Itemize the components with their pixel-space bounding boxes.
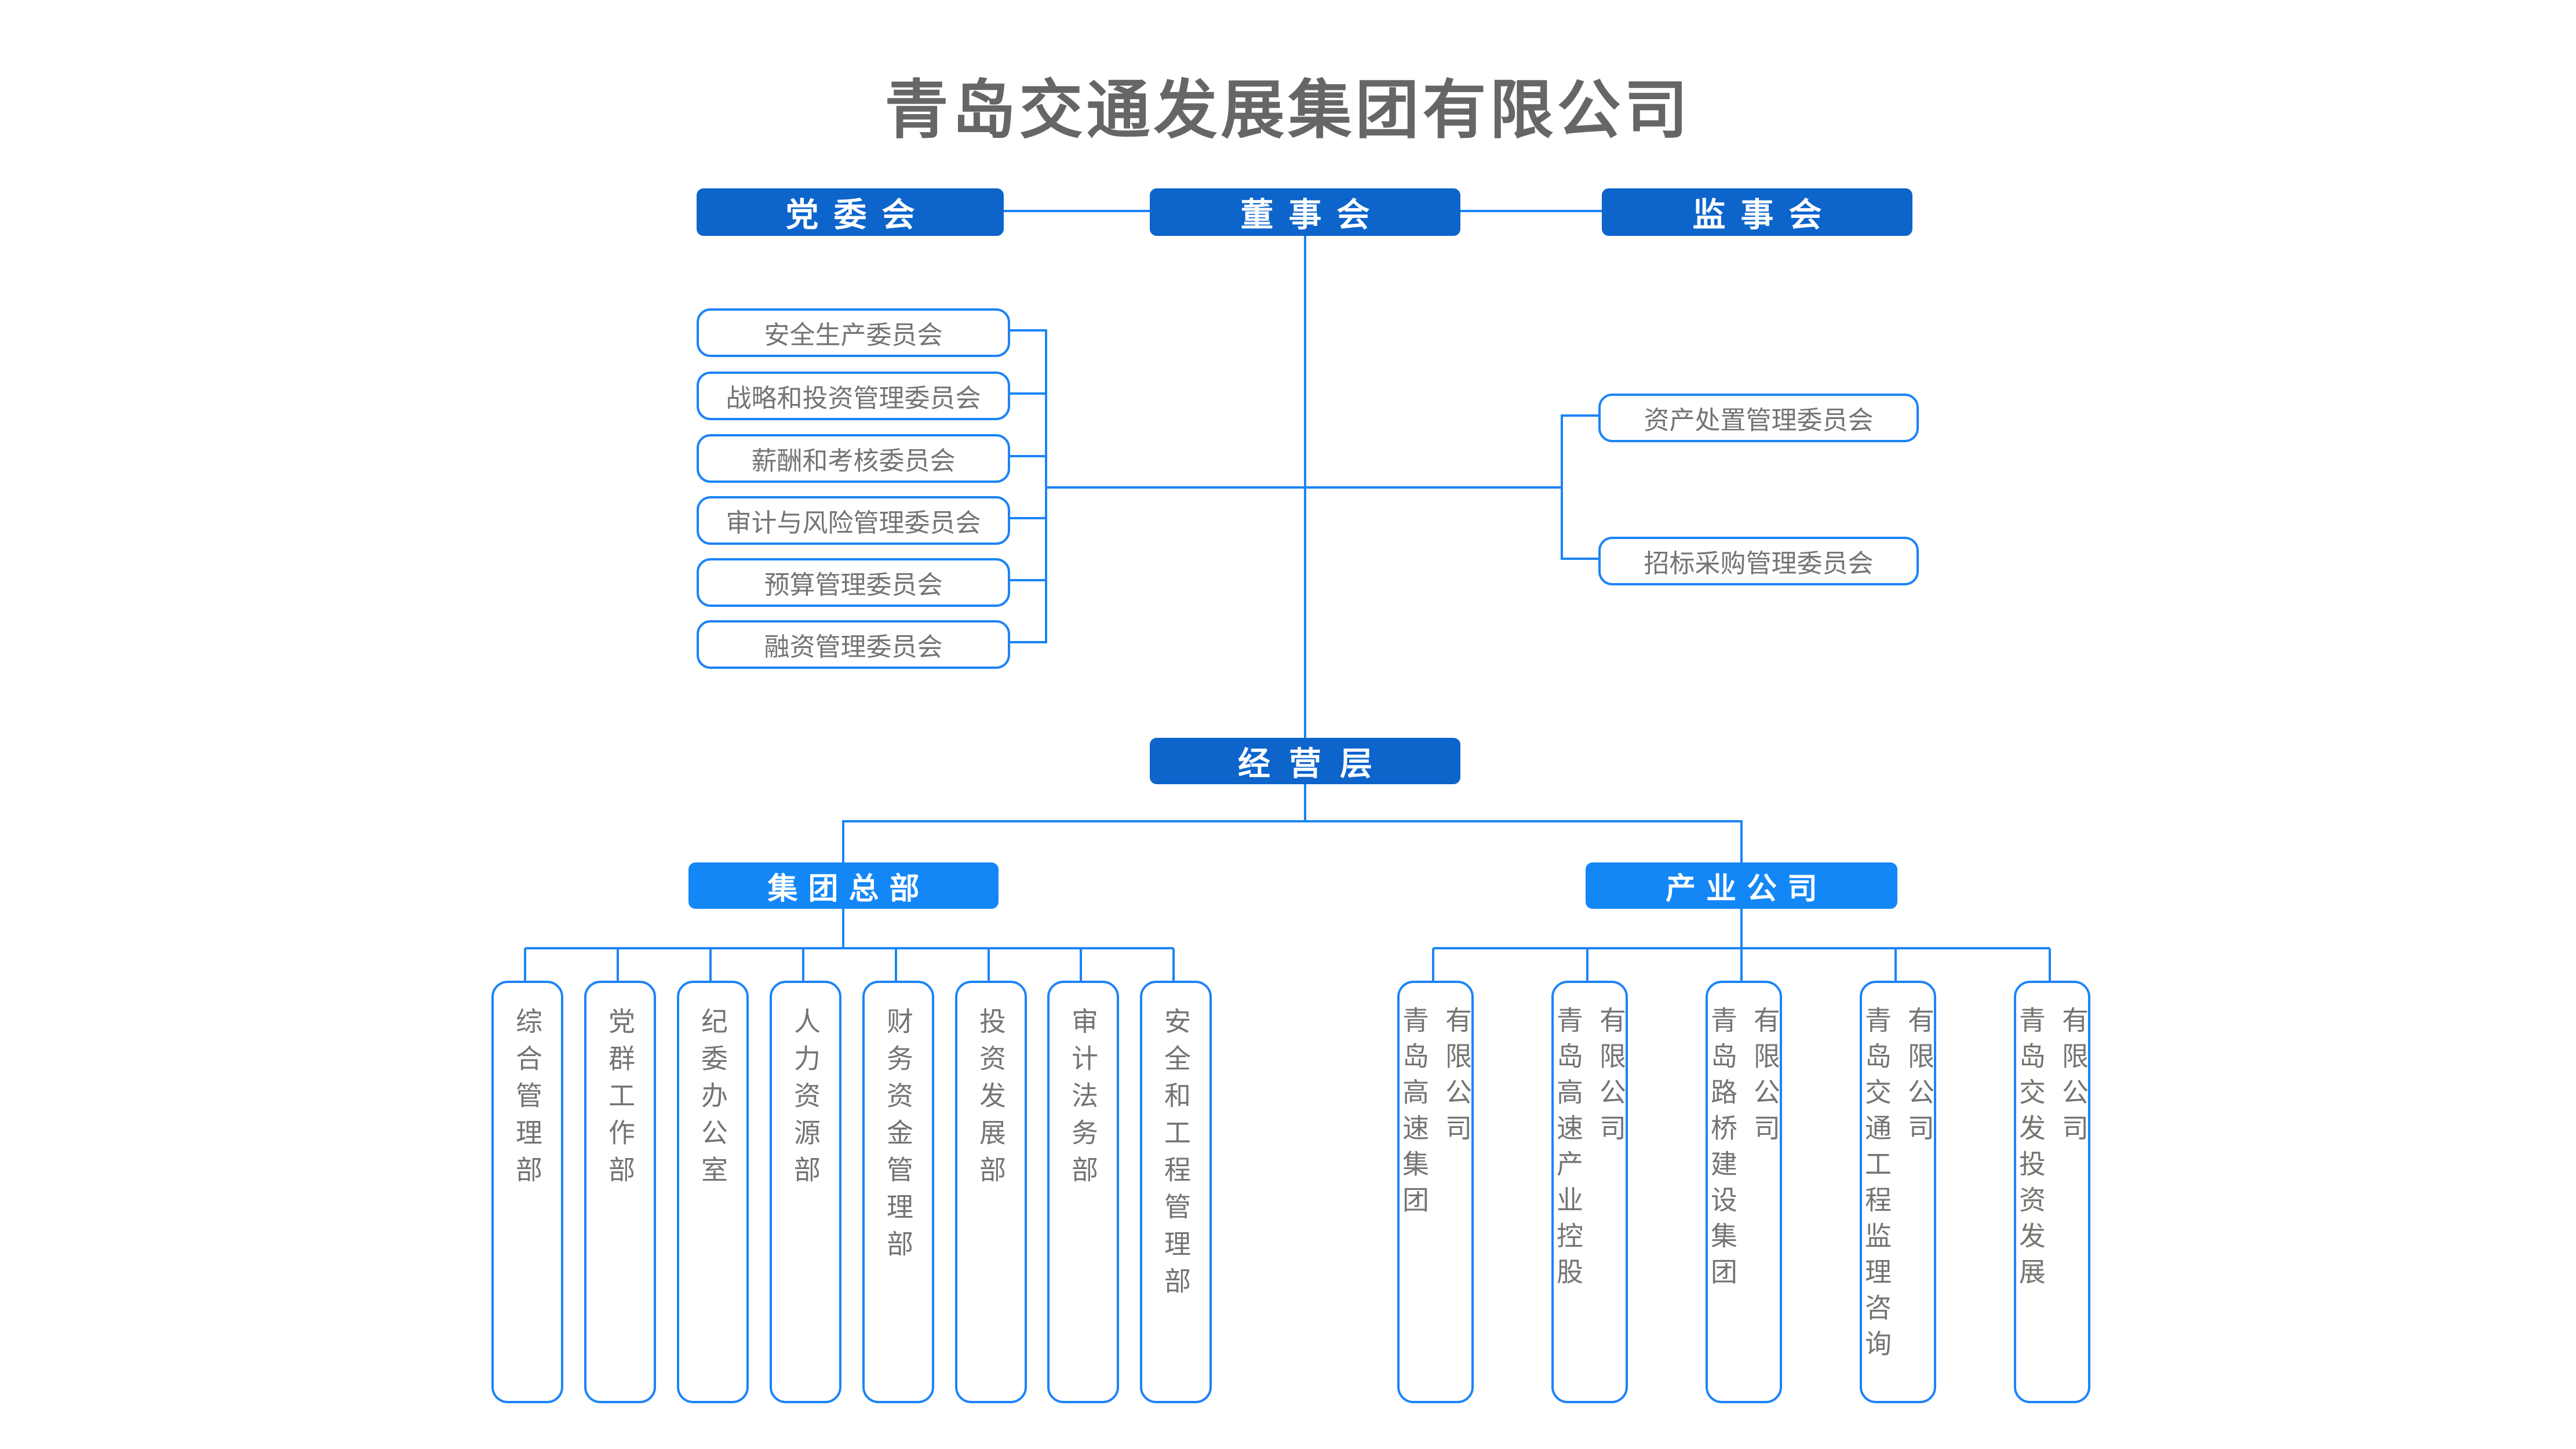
connector-line [1305,486,1562,489]
committee-item: 战略和投资管理委员会 [697,372,1010,420]
department-label: 人力资源部 [790,1007,821,1193]
connector-line [802,948,804,981]
node-board-of-directors: 董事会 [1150,188,1460,236]
connector-line [617,948,619,981]
department-label: 党群工作部 [605,1007,635,1193]
connector-line [1004,210,1150,212]
node-management-layer-label: 经营层 [1238,745,1391,782]
company-name: 青岛交通工程监理咨询 [1861,1006,1892,1366]
department-item: 财务资金管理部 [862,981,934,1403]
connector-line [1080,948,1082,981]
connector-line [1045,329,1047,643]
node-supervisory-board: 监事会 [1602,188,1912,236]
department-label: 财务资金管理部 [883,1007,913,1267]
company-name: 青岛高速集团 [1399,1006,1429,1222]
connector-line [1586,948,1588,981]
connector-line [1005,579,1046,581]
department-item: 综合管理部 [491,981,563,1403]
node-board-of-directors-label: 董事会 [1240,196,1385,234]
connector-line [1894,948,1897,981]
department-label: 综合管理部 [512,1007,542,1193]
connector-line [1562,558,1598,560]
node-party-committee-label: 党委会 [785,196,930,234]
node-supervisory-board-label: 监事会 [1692,196,1837,234]
connector-line [1740,820,1743,862]
connector-line [525,947,1174,949]
committee-label: 预算管理委员会 [764,571,943,599]
connector-line [1172,948,1175,981]
committee-item: 预算管理委员会 [697,558,1010,607]
connector-line [1561,414,1563,560]
department-item: 党群工作部 [584,981,656,1403]
company-suffix: 有限公司 [1596,1006,1626,1150]
connector-line [988,948,990,981]
connector-line [1562,414,1598,417]
company-item: 青岛交通工程监理咨询 有限公司 [1860,981,1936,1403]
committee-label: 安全生产委员会 [764,321,943,349]
department-label: 审计法务部 [1068,1007,1098,1193]
committee-label: 招标采购管理委员会 [1644,549,1874,578]
connector-line [1740,948,1743,981]
department-label: 纪委办公室 [698,1007,728,1193]
connector-line [2049,948,2051,981]
connector-line [842,909,844,949]
connector-line [1740,909,1743,949]
department-item: 审计法务部 [1047,981,1119,1403]
company-suffix: 有限公司 [2058,1006,2089,1150]
connector-line [842,820,844,862]
company-suffix: 有限公司 [1750,1006,1780,1150]
department-item: 人力资源部 [770,981,841,1403]
company-item: 青岛路桥建设集团 有限公司 [1706,981,1782,1403]
committee-item: 融资管理委员会 [697,620,1010,669]
company-item: 青岛交发投资发展 有限公司 [2014,981,2090,1403]
company-item: 青岛高速集团 有限公司 [1397,981,1474,1403]
department-item: 安全和工程管理部 [1140,981,1212,1403]
company-suffix: 有限公司 [1442,1006,1472,1150]
department-item: 纪委办公室 [677,981,749,1403]
department-label: 安全和工程管理部 [1161,1007,1191,1304]
org-title: 青岛交通发展集团有限公司 [884,75,1692,146]
committee-label: 融资管理委员会 [764,633,943,661]
node-group-headquarters-label: 集团总部 [767,872,930,906]
connector-line [895,948,897,981]
committee-item: 审计与风险管理委员会 [697,496,1010,545]
connector-line [1460,210,1602,212]
node-group-headquarters: 集团总部 [688,862,999,909]
connector-line [1046,486,1305,489]
company-suffix: 有限公司 [1904,1006,1934,1150]
connector-line [1304,784,1306,822]
committee-label: 资产处置管理委员会 [1644,406,1874,435]
connector-line [1005,455,1046,457]
node-management-layer: 经营层 [1150,738,1460,784]
company-name: 青岛路桥建设集团 [1707,1006,1737,1294]
connector-line [709,948,712,981]
connector-line [1005,392,1046,395]
node-industry-companies: 产业公司 [1586,862,1897,909]
node-industry-companies-label: 产业公司 [1665,872,1828,906]
company-name: 青岛交发投资发展 [2016,1006,2046,1294]
department-label: 投资发展部 [976,1007,1006,1193]
connector-line [1432,948,1434,981]
node-party-committee: 党委会 [697,188,1004,236]
committee-item: 薪酬和考核委员会 [697,434,1010,483]
department-item: 投资发展部 [955,981,1027,1403]
committee-item: 资产处置管理委员会 [1598,394,1919,442]
connector-line [1005,517,1046,519]
committee-label: 薪酬和考核委员会 [751,447,956,475]
connector-line [843,820,1741,822]
committee-label: 战略和投资管理委员会 [726,384,981,413]
connector-line [1005,641,1046,643]
company-item: 青岛高速产业控股 有限公司 [1551,981,1628,1403]
committee-label: 审计与风险管理委员会 [726,509,981,537]
committee-item: 安全生产委员会 [697,308,1010,357]
company-name: 青岛高速产业控股 [1553,1006,1583,1294]
connector-line [524,948,526,981]
committee-item: 招标采购管理委员会 [1598,537,1919,585]
connector-line [1005,329,1046,332]
